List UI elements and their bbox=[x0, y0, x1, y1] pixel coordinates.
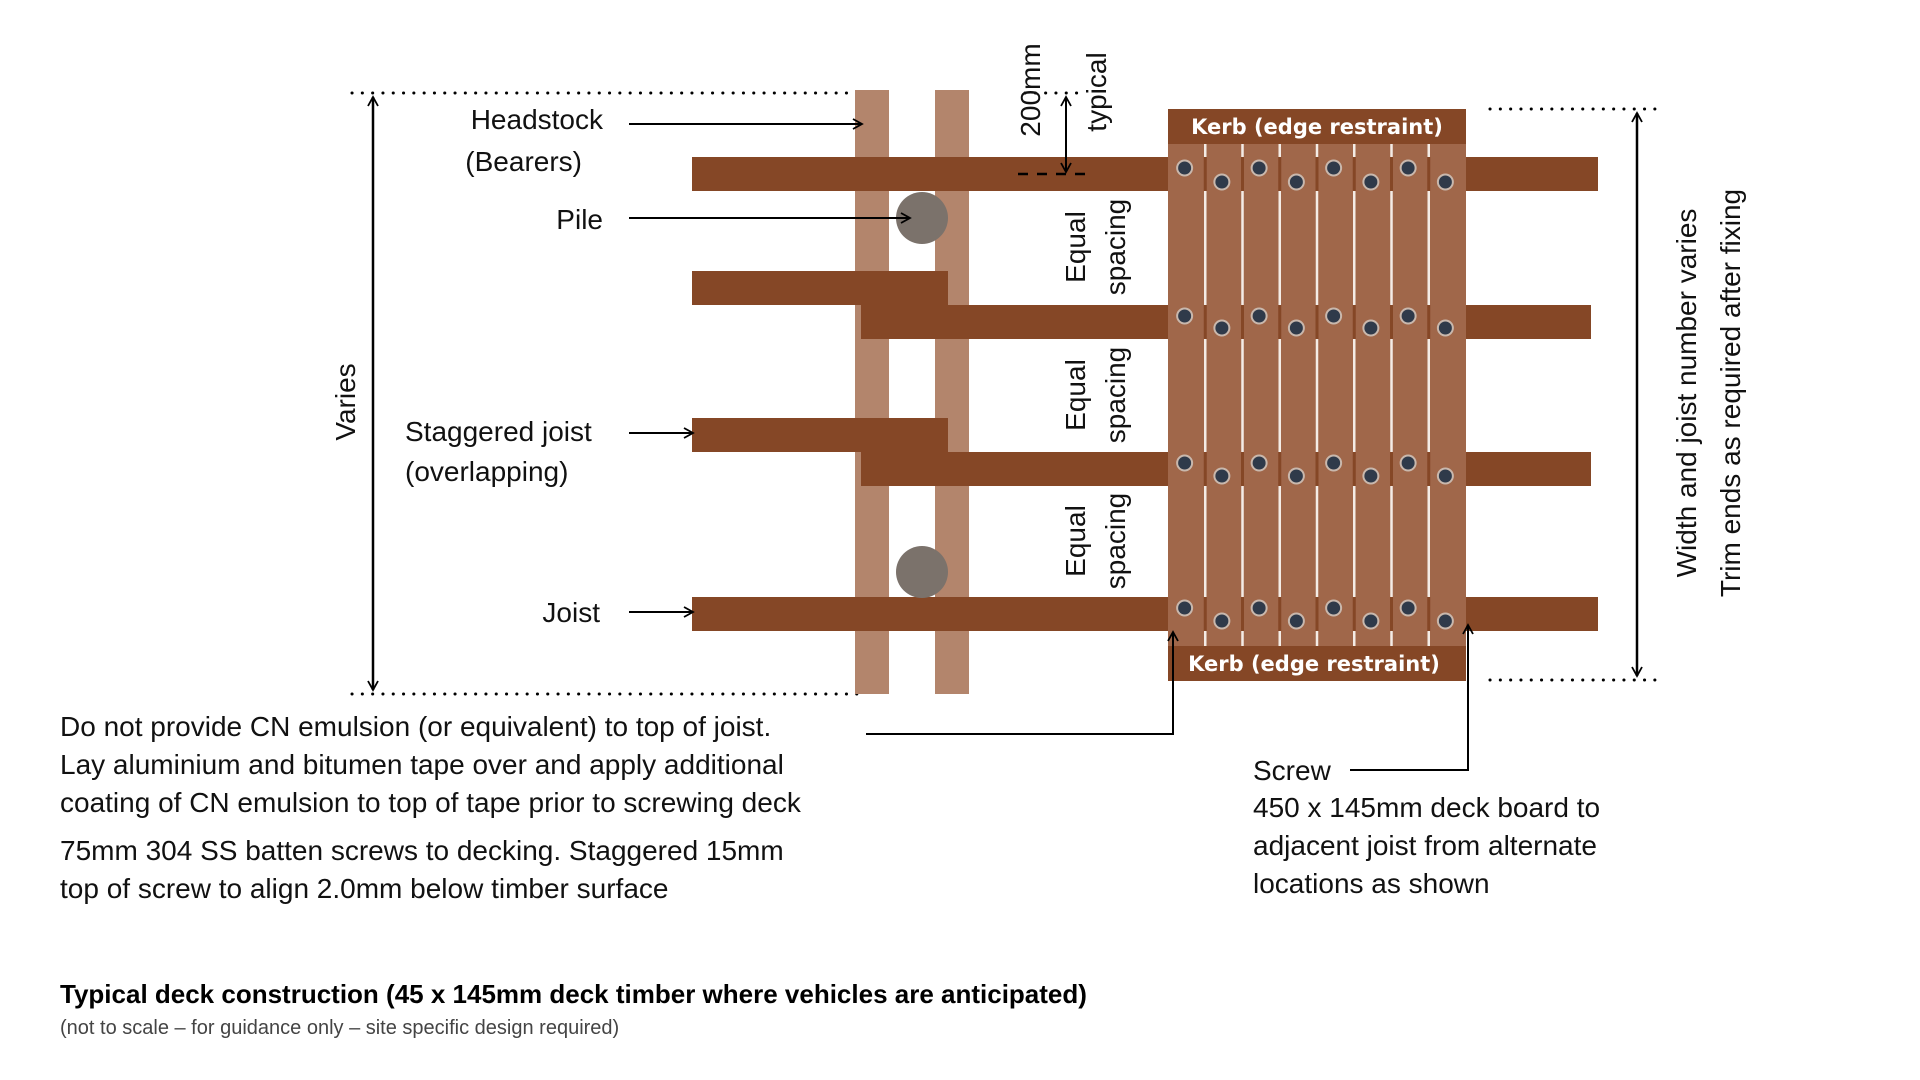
joist-label: Joist bbox=[542, 597, 600, 628]
screw-icon bbox=[1438, 614, 1452, 628]
note-line: coating of CN emulsion to top of tape pr… bbox=[60, 787, 801, 818]
note-line: 75mm 304 SS batten screws to decking. St… bbox=[60, 835, 784, 866]
note-line: top of screw to align 2.0mm below timber… bbox=[60, 873, 669, 904]
screw-label: Screw bbox=[1253, 755, 1332, 786]
screw-leader bbox=[1350, 623, 1474, 771]
screw-icon bbox=[1364, 321, 1378, 335]
screw-icon bbox=[1215, 321, 1229, 335]
equal-spacing-3-line1: Equal bbox=[1060, 505, 1091, 577]
screw-icon bbox=[1215, 469, 1229, 483]
screw-icon bbox=[1401, 456, 1415, 470]
note-line: locations as shown bbox=[1253, 868, 1490, 899]
note-line: Do not provide CN emulsion (or equivalen… bbox=[60, 711, 772, 742]
equal-spacing-1-line1: Equal bbox=[1060, 211, 1091, 283]
dimension-200mm-note: typical bbox=[1081, 52, 1112, 131]
screw-icon bbox=[1252, 601, 1266, 615]
screw-icon bbox=[1401, 161, 1415, 175]
deck-boards bbox=[1168, 144, 1466, 646]
screw-icon bbox=[1438, 175, 1452, 189]
screw-detail-note: 450 x 145mm deck board to adjacent joist… bbox=[1253, 789, 1600, 903]
screw-icon bbox=[1289, 469, 1303, 483]
screw-icon bbox=[1252, 309, 1266, 323]
staggered-joist-label: Staggered joist bbox=[405, 416, 592, 447]
equal-spacing-2-line2: spacing bbox=[1100, 347, 1131, 444]
kerb-bottom bbox=[1168, 646, 1466, 681]
screw-icon bbox=[1289, 321, 1303, 335]
joist-note-leader bbox=[866, 630, 1179, 735]
screw-icon bbox=[1178, 161, 1192, 175]
kerb-top bbox=[1168, 109, 1466, 144]
pile bbox=[896, 192, 948, 244]
screw-icon bbox=[1289, 175, 1303, 189]
note-line: adjacent joist from alternate bbox=[1253, 830, 1597, 861]
joist bbox=[692, 418, 948, 452]
screw-icon bbox=[1215, 614, 1229, 628]
equal-spacing-1-line2: spacing bbox=[1100, 199, 1131, 296]
note-line: 450 x 145mm deck board to bbox=[1253, 792, 1601, 823]
screws-note: 75mm 304 SS batten screws to decking. St… bbox=[60, 832, 784, 908]
screw-icon bbox=[1364, 175, 1378, 189]
screw-icon bbox=[1364, 614, 1378, 628]
overlapping-label: (overlapping) bbox=[405, 456, 568, 487]
screw-icon bbox=[1178, 601, 1192, 615]
screw-icon bbox=[1289, 614, 1303, 628]
screw-icon bbox=[1178, 309, 1192, 323]
screw-icon bbox=[1178, 456, 1192, 470]
headstock-label: Headstock bbox=[471, 104, 604, 135]
screw-icon bbox=[1438, 321, 1452, 335]
screw-icon bbox=[1327, 161, 1341, 175]
joist bbox=[692, 271, 948, 305]
screw-icon bbox=[1327, 601, 1341, 615]
joist-treatment-note: Do not provide CN emulsion (or equivalen… bbox=[60, 708, 801, 822]
screw-icon bbox=[1364, 469, 1378, 483]
dimension-200mm-value: 200mm bbox=[1015, 43, 1046, 136]
width-varies-label: Width and joist number varies bbox=[1671, 209, 1702, 578]
screw-icon bbox=[1252, 456, 1266, 470]
screws bbox=[1176, 159, 1454, 630]
extent-lines bbox=[350, 91, 1662, 696]
equal-spacing-2-line1: Equal bbox=[1060, 359, 1091, 431]
varies-label: Varies bbox=[330, 363, 361, 440]
screw-icon bbox=[1215, 175, 1229, 189]
kerb-top-label: Kerb (edge restraint) bbox=[1191, 115, 1443, 139]
screw-icon bbox=[1327, 456, 1341, 470]
figure-subcaption: (not to scale – for guidance only – site… bbox=[60, 1017, 620, 1039]
pile-label: Pile bbox=[556, 204, 603, 235]
bearers-label: (Bearers) bbox=[465, 146, 582, 177]
equal-spacing-labels: Equal spacing Equal spacing Equal spacin… bbox=[1060, 199, 1131, 590]
piles bbox=[896, 192, 948, 598]
screw-icon bbox=[1252, 161, 1266, 175]
equal-spacing-3-line2: spacing bbox=[1100, 493, 1131, 590]
screw-icon bbox=[1401, 601, 1415, 615]
kerb-bottom-label: Kerb (edge restraint) bbox=[1188, 652, 1440, 676]
figure-caption: Typical deck construction (45 x 145mm de… bbox=[60, 979, 1087, 1009]
screw-icon bbox=[1438, 469, 1452, 483]
pile bbox=[896, 546, 948, 598]
trim-ends-label: Trim ends as required after fixing bbox=[1715, 189, 1746, 597]
note-line: Lay aluminium and bitumen tape over and … bbox=[60, 749, 784, 780]
screw-icon bbox=[1327, 309, 1341, 323]
screw-icon bbox=[1401, 309, 1415, 323]
